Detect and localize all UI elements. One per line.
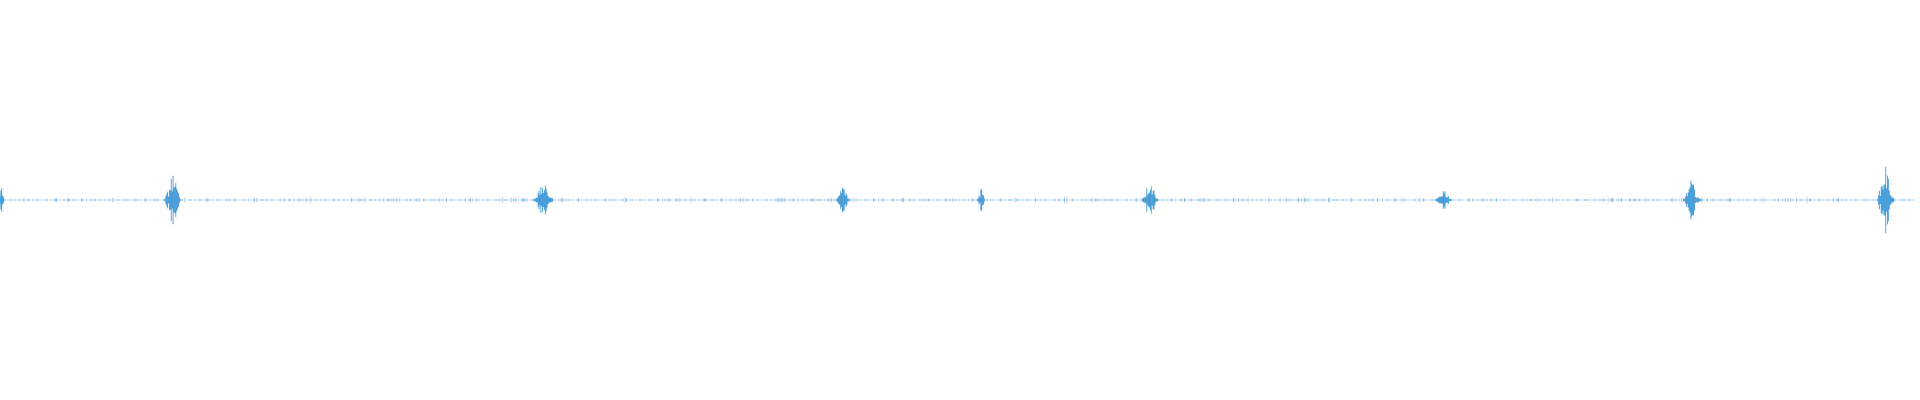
waveform-burst-8 [976,189,986,211]
waveform-noise [0,197,1915,203]
waveform-burst-12 [1434,191,1453,209]
waveform-burst-9 [1140,186,1160,214]
waveform-burst-4 [532,185,555,215]
waveform-burst-2 [163,175,183,225]
waveform-burst-1 [0,188,5,212]
waveform-burst-16 [1876,166,1896,234]
waveform-burst-7 [835,187,851,213]
waveform-burst-14 [1682,180,1702,220]
